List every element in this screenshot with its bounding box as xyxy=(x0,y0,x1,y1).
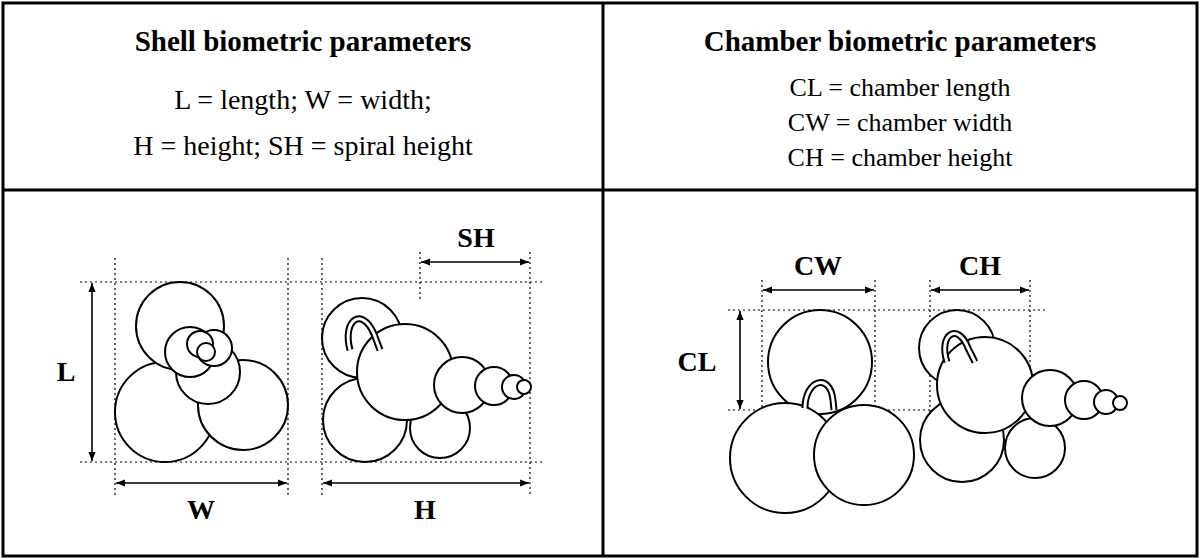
dotted-guide xyxy=(287,258,288,495)
dimension-arrow xyxy=(763,289,874,291)
definition-text: H = height; SH = spiral height xyxy=(133,131,473,162)
chamber-umbilical-view xyxy=(805,383,834,410)
dotted-guide xyxy=(321,258,322,495)
dotted-guide xyxy=(80,281,545,282)
column-heading: Shell biometric parameters xyxy=(135,26,472,58)
chamber-side-view xyxy=(1005,418,1065,478)
dotted-guide xyxy=(80,461,545,462)
dotted-guide xyxy=(419,252,420,300)
chamber-umbilical-view xyxy=(805,383,834,410)
dimension-arrow xyxy=(421,261,529,263)
definition-text: CH = chamber height xyxy=(788,144,1013,173)
table-grid xyxy=(3,3,1197,556)
definition-text: L = length; W = width; xyxy=(174,85,431,116)
dimension-label: CH xyxy=(959,251,1001,282)
chamber-side-view xyxy=(945,334,975,362)
dimension-label: SH xyxy=(457,223,494,254)
shell-side-view xyxy=(348,319,380,350)
dotted-guide xyxy=(728,309,1045,310)
chamber-side-view xyxy=(1113,396,1127,410)
dimension-label: L xyxy=(57,357,76,388)
dimension-label: H xyxy=(414,495,436,526)
dimension-label: CL xyxy=(678,347,717,378)
dimension-arrow xyxy=(739,311,741,409)
dimension-label: W xyxy=(187,495,215,526)
dotted-guide xyxy=(529,252,530,495)
chamber-umbilical-view xyxy=(814,405,914,505)
chamber-umbilical-view xyxy=(730,310,914,513)
dimension-label: CW xyxy=(794,251,842,282)
shell-side-view xyxy=(322,298,531,462)
shell-umbilical-view xyxy=(197,343,215,361)
shell-umbilical-view xyxy=(115,282,288,462)
chamber-side-view xyxy=(937,337,1033,433)
dimension-arrow xyxy=(323,482,529,484)
definition-text: CW = chamber width xyxy=(788,109,1012,138)
table-grid xyxy=(602,3,605,556)
shell-umbilical-view xyxy=(165,327,215,377)
shell-side-view xyxy=(348,319,380,350)
dimension-arrow xyxy=(931,289,1029,291)
dimension-arrow xyxy=(91,283,93,461)
dotted-guide xyxy=(114,258,115,495)
definition-text: CL = chamber length xyxy=(790,74,1011,103)
table-grid xyxy=(3,189,1197,192)
chamber-side-view xyxy=(919,310,1127,482)
table-grid xyxy=(3,3,1197,556)
chamber-side-view xyxy=(945,334,975,362)
chamber-umbilical-view xyxy=(768,310,872,414)
dimension-arrow xyxy=(116,482,287,484)
shell-side-view xyxy=(517,380,531,394)
column-heading: Chamber biometric parameters xyxy=(704,26,1096,58)
